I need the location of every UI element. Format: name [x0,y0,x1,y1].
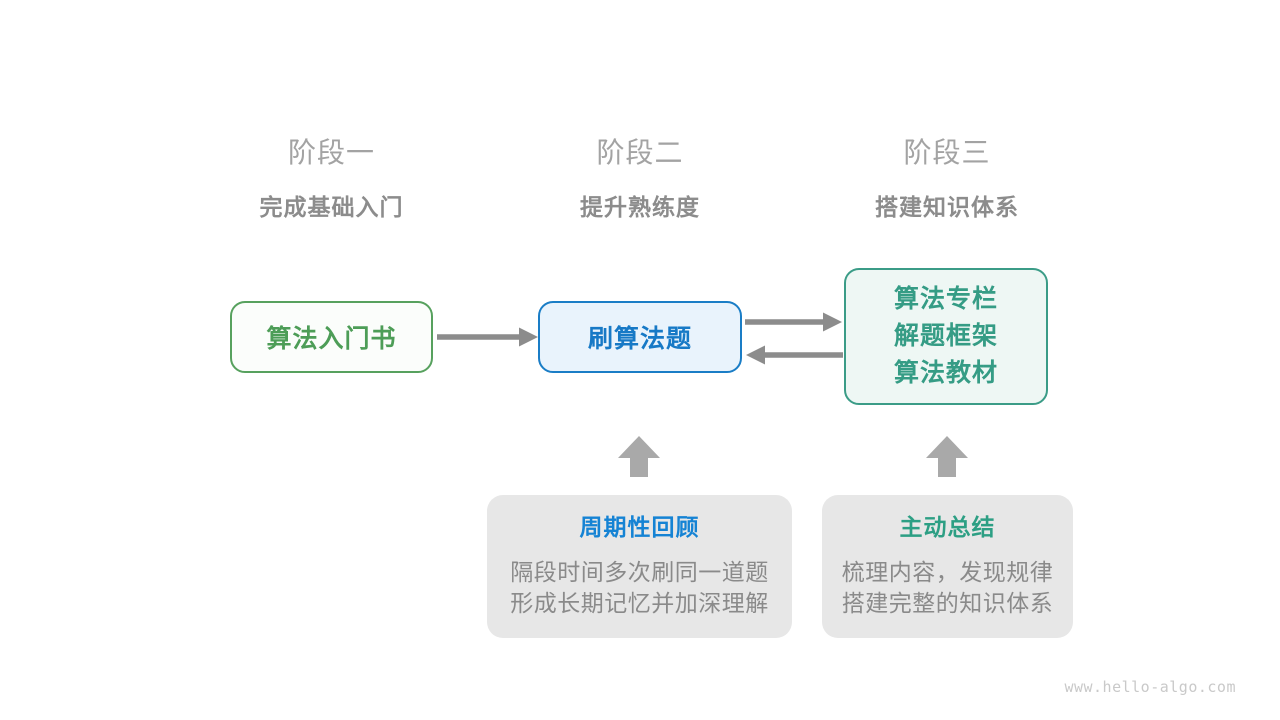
note-periodic-review-title: 周期性回顾 [579,514,700,540]
node-intro-book: 算法入门书 [230,301,433,373]
node-practice-problems-label: 刷算法题 [587,325,692,353]
stage-1-subtitle: 完成基础入门 [259,194,404,220]
note-periodic-review-body: 隔段时间多次刷同一道题 形成长期记忆并加深理解 [487,557,792,619]
watermark-url: www.hello-algo.com [1064,678,1236,696]
note-body-line: 搭建完整的知识体系 [841,590,1054,616]
note-body-line: 梳理内容，发现规律 [841,559,1054,585]
stage-3-header: 阶段三 搭建知识体系 [845,131,1049,222]
left-arrow-icon [746,345,843,365]
note-active-summary-title: 主动总结 [899,514,996,540]
right-arrow-icon [437,327,538,347]
stage-2-header: 阶段二 提升熟练度 [538,131,742,222]
stage-3-subtitle: 搭建知识体系 [875,194,1019,220]
note-active-summary: 主动总结 梳理内容，发现规律 搭建完整的知识体系 [822,495,1073,638]
node-resources-line-2: 解题框架 [893,322,998,350]
stage-2-subtitle: 提升熟练度 [580,194,700,220]
node-resources-line-3: 算法教材 [893,359,998,387]
up-block-arrow-icon [926,436,968,477]
node-practice-problems: 刷算法题 [538,301,742,373]
right-arrow-icon [745,312,842,332]
note-body-line: 隔段时间多次刷同一道题 [510,559,769,585]
stage-1-label: 阶段一 [287,137,375,168]
stage-1-header: 阶段一 完成基础入门 [230,131,433,222]
node-knowledge-resources: 算法专栏 解题框架 算法教材 [844,268,1048,405]
stage-3-label: 阶段三 [903,137,991,168]
node-intro-book-label: 算法入门书 [266,325,397,353]
node-resources-line-1: 算法专栏 [893,285,998,313]
note-periodic-review: 周期性回顾 隔段时间多次刷同一道题 形成长期记忆并加深理解 [487,495,792,638]
note-body-line: 形成长期记忆并加深理解 [510,590,769,616]
stage-2-label: 阶段二 [596,137,684,168]
note-active-summary-body: 梳理内容，发现规律 搭建完整的知识体系 [822,557,1073,619]
up-block-arrow-icon [618,436,660,477]
